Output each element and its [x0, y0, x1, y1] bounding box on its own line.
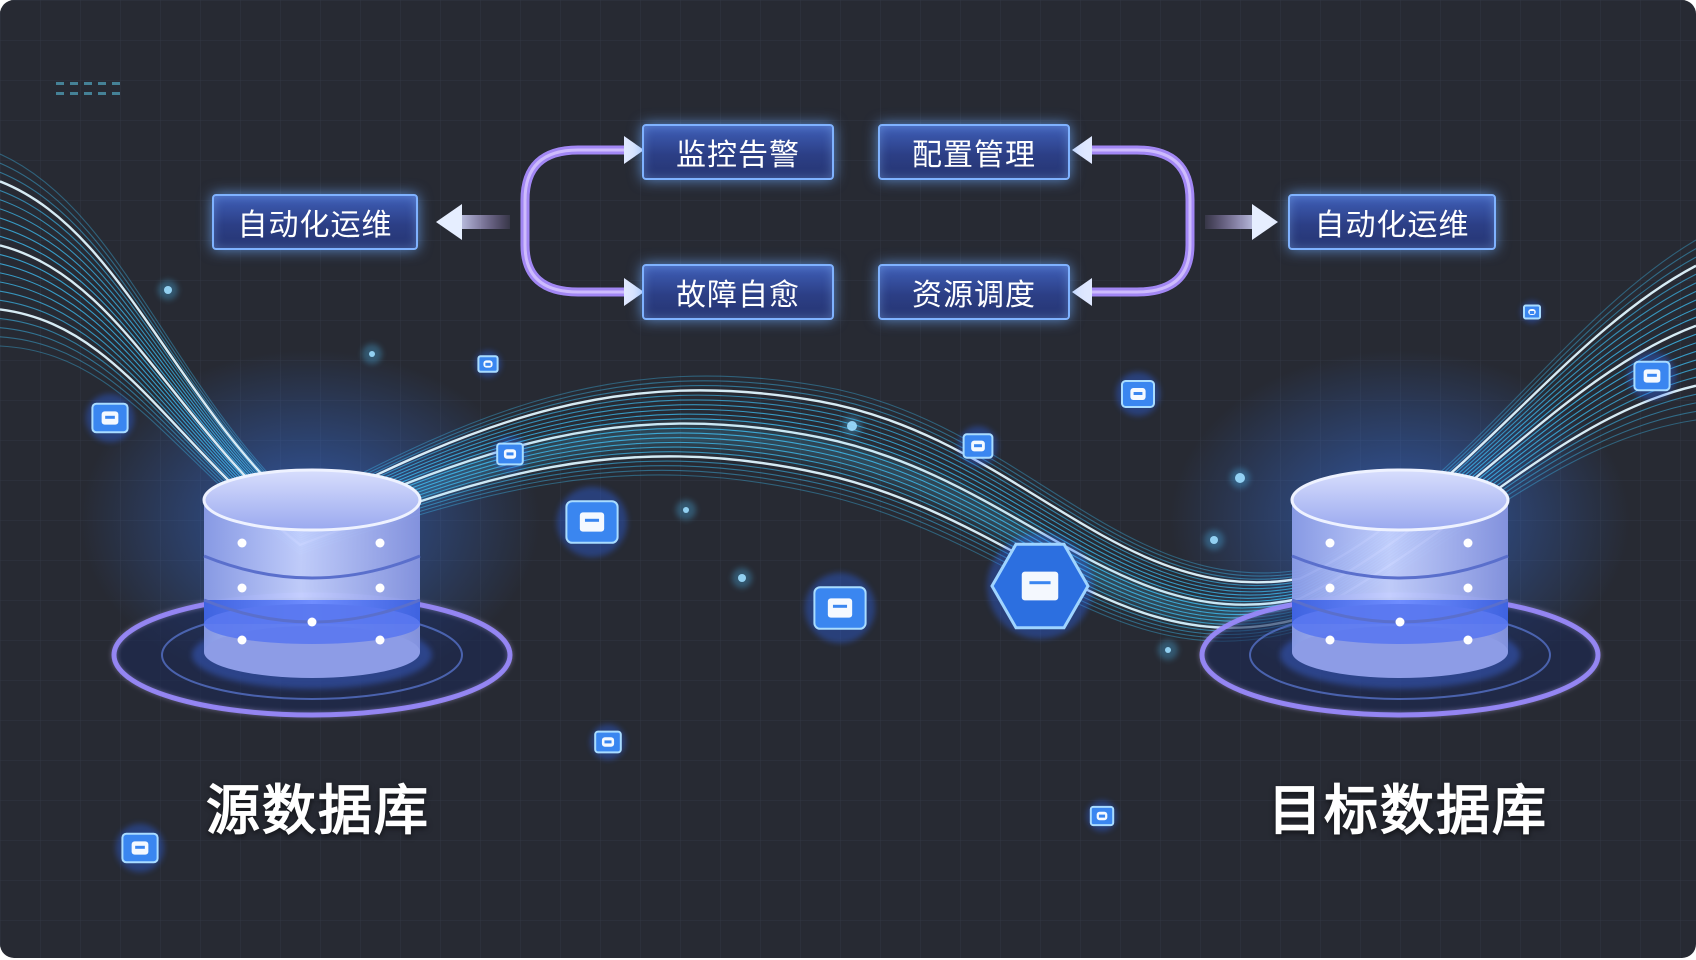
- cube-icon: [1116, 372, 1160, 416]
- cylinder-top: [204, 470, 420, 530]
- cube-icon: [475, 351, 501, 377]
- cube-icon: [1087, 801, 1118, 832]
- auto-ops-label-left: 自动化运维: [212, 194, 418, 250]
- shield-icon: [1628, 352, 1676, 400]
- cube-icon: [116, 824, 164, 872]
- cube-icon: [86, 394, 134, 442]
- cube-icon: [590, 724, 625, 759]
- note-icon: [492, 436, 527, 471]
- cylinder-top: [1292, 470, 1508, 530]
- download-box-icon: [958, 426, 998, 466]
- cycle-step-resource-scheduling: 资源调度: [878, 264, 1070, 320]
- cycle-step-monitoring-alert: 监控告警: [642, 124, 834, 180]
- box-card-icon: [805, 573, 875, 643]
- target-database-title: 目标数据库: [1268, 766, 1548, 845]
- auto-ops-label-right: 自动化运维: [1288, 194, 1496, 250]
- hexagon-chip-icon: [987, 533, 1093, 639]
- cube-icon: [1521, 301, 1543, 323]
- cycle-step-self-healing: 故障自愈: [642, 264, 834, 320]
- document-card-icon: [557, 487, 627, 557]
- source-database-title: 源数据库: [206, 766, 430, 845]
- cycle-step-config-management: 配置管理: [878, 124, 1070, 180]
